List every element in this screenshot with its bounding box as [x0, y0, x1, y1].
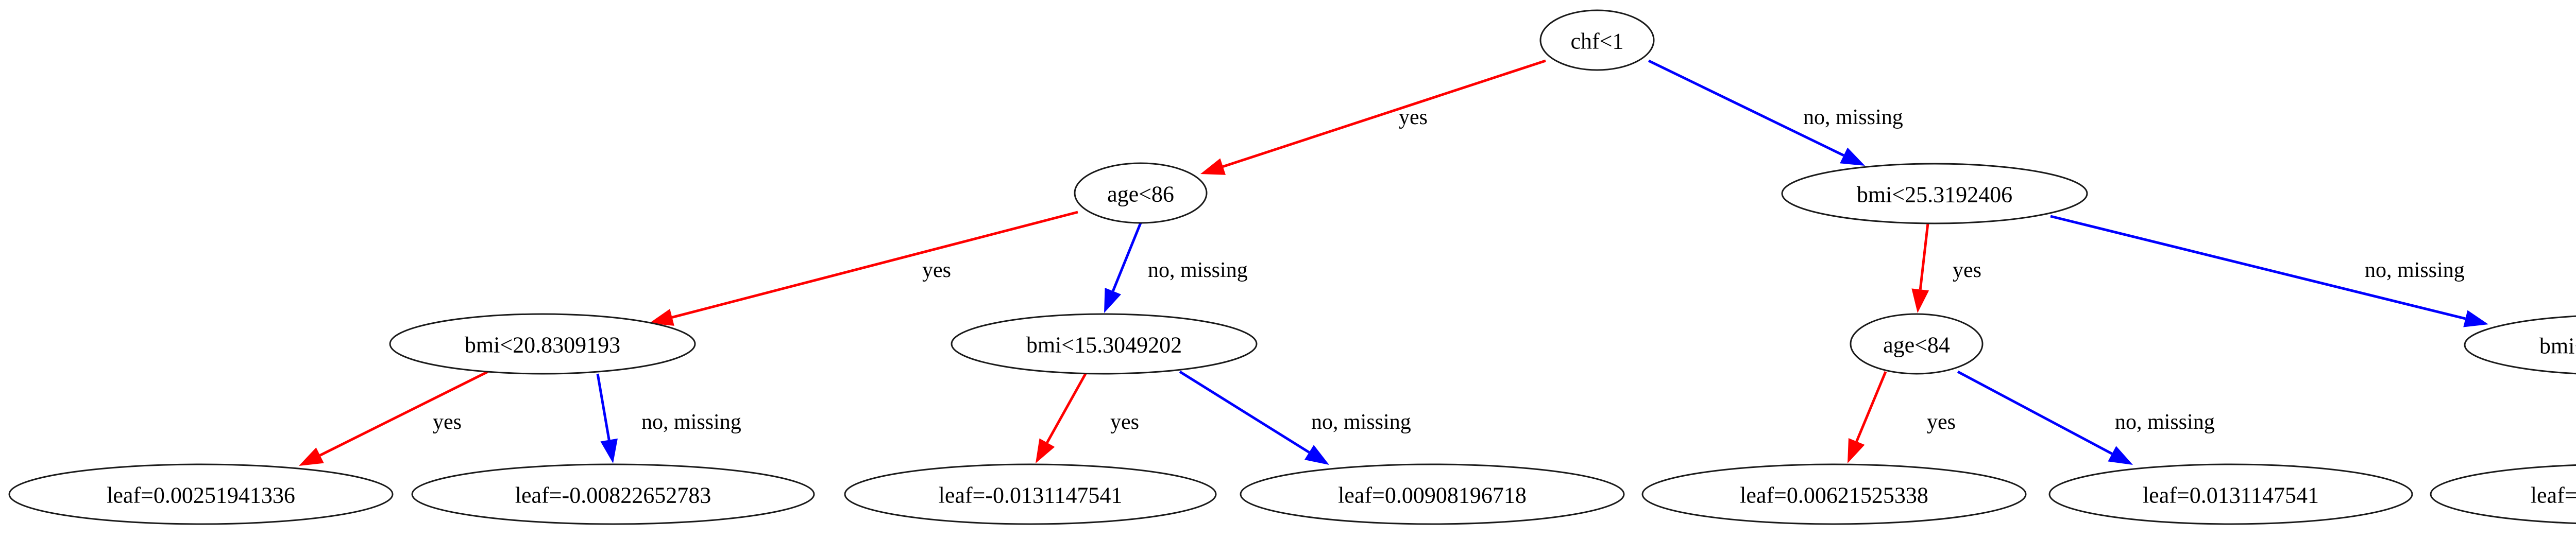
node-label-l2: leaf=-0.0131147541 — [939, 483, 1123, 508]
node-ellipse-l5 — [2048, 463, 2413, 525]
node-label-n6: bmi<25.8431492 — [2539, 334, 2576, 359]
arrowhead-n5-l5 — [2108, 446, 2133, 465]
node-ellipse-n4 — [951, 313, 1258, 375]
edge-label-n4-l3: no, missing — [1311, 410, 1411, 434]
node-ellipse-l0 — [8, 463, 394, 525]
tree-edge-n2-n5 — [1919, 223, 1929, 290]
split-node-n0[interactable]: chf<1 — [1539, 9, 1655, 71]
node-label-n3: bmi<20.8309193 — [465, 333, 620, 358]
edge-label-n5-l4: yes — [1927, 410, 1956, 434]
leaf-node-l6[interactable]: leaf=-0.012950819 — [2430, 464, 2576, 525]
node-ellipse-n2 — [1781, 163, 2088, 224]
node-ellipse-l2 — [844, 463, 1217, 525]
leaf-node-l5[interactable]: leaf=0.0131147541 — [2048, 463, 2413, 525]
leaf-node-l0[interactable]: leaf=0.00251941336 — [8, 463, 394, 525]
edge-label-n3-l1: no, missing — [641, 410, 741, 434]
arrowhead-n2-n6 — [2463, 310, 2488, 327]
arrowhead-n5-l4 — [1848, 438, 1865, 463]
tree-edge-n1-n3 — [671, 211, 1078, 319]
arrowhead-n0-n1 — [1200, 158, 1226, 175]
node-label-n4: bmi<15.3049202 — [1026, 333, 1182, 358]
edge-label-n4-l2: yes — [1110, 410, 1139, 434]
node-label-l4: leaf=0.00621525338 — [1740, 483, 1928, 508]
split-node-n2[interactable]: bmi<25.3192406 — [1781, 163, 2088, 224]
leaf-node-l3[interactable]: leaf=0.00908196718 — [1240, 463, 1625, 525]
node-label-l0: leaf=0.00251941336 — [107, 483, 295, 508]
tree-edge-n3-l1 — [596, 373, 611, 441]
node-label-l3: leaf=0.00908196718 — [1338, 483, 1527, 508]
tree-edge-n2-n6 — [2050, 215, 2466, 320]
edge-label-n2-n6: no, missing — [2365, 258, 2465, 282]
arrowhead-n3-l0 — [299, 447, 324, 466]
tree-edge-n0-n2 — [1648, 59, 1844, 157]
node-ellipse-l4 — [1641, 463, 2027, 525]
node-ellipse-l6 — [2430, 464, 2576, 525]
node-label-l1: leaf=-0.00822652783 — [515, 483, 711, 508]
arrowhead-n1-n4 — [1104, 287, 1122, 313]
leaf-node-l4[interactable]: leaf=0.00621525338 — [1641, 463, 2027, 525]
leaf-node-l2[interactable]: leaf=-0.0131147541 — [844, 463, 1217, 525]
edge-label-n1-n3: yes — [922, 258, 951, 282]
split-node-n5[interactable]: age<84 — [1850, 313, 1984, 375]
nodes-layer: chf<1 age<86 bmi<25.3192406 bmi<20.8309193 b… — [8, 9, 2576, 525]
tree-edge-n1-n4 — [1111, 222, 1142, 292]
arrowhead-n1-n3 — [649, 308, 674, 326]
edges-layer — [299, 59, 2488, 466]
node-ellipse-l3 — [1240, 463, 1625, 525]
tree-edge-n3-l0 — [319, 370, 489, 457]
edge-label-n0-n1: yes — [1399, 106, 1428, 129]
arrowhead-n2-n5 — [1911, 288, 1929, 313]
node-ellipse-n1 — [1074, 162, 1208, 224]
node-label-n2: bmi<25.3192406 — [1857, 182, 2012, 207]
split-node-n1[interactable]: age<86 — [1074, 162, 1208, 224]
node-label-n1: age<86 — [1107, 182, 1174, 207]
node-ellipse-l1 — [411, 463, 815, 525]
edge-label-n5-l5: no, missing — [2115, 410, 2215, 434]
tree-edge-n5-l4 — [1855, 371, 1887, 442]
edge-labels-layer: yes no, missing yes no, missing yes no, missi… — [433, 106, 2465, 434]
split-node-n6[interactable]: bmi<25.8431492 — [2464, 315, 2576, 375]
tree-edge-n5-l5 — [1957, 370, 2113, 455]
edge-label-n2-n5: yes — [1953, 258, 1981, 282]
node-ellipse-n3 — [389, 313, 696, 375]
node-label-l6: leaf=-0.012950819 — [2531, 483, 2576, 508]
arrowhead-n4-l3 — [1304, 445, 1329, 465]
node-label-n5: age<84 — [1883, 333, 1950, 358]
arrowhead-n3-l1 — [600, 438, 618, 463]
arrowhead-n0-n2 — [1840, 147, 1865, 166]
edge-label-n1-n4: no, missing — [1148, 258, 1248, 282]
split-node-n4[interactable]: bmi<15.3049202 — [951, 313, 1258, 375]
split-node-n3[interactable]: bmi<20.8309193 — [389, 313, 696, 375]
node-label-n0: chf<1 — [1571, 29, 1624, 54]
arrowhead-n4-l2 — [1036, 438, 1055, 463]
edge-label-n0-n2: no, missing — [1803, 106, 1903, 129]
tree-edge-n0-n1 — [1222, 59, 1546, 168]
leaf-node-l1[interactable]: leaf=-0.00822652783 — [411, 463, 815, 525]
node-ellipse-n6 — [2464, 315, 2576, 375]
node-label-l5: leaf=0.0131147541 — [2143, 483, 2319, 508]
node-ellipse-n5 — [1850, 313, 1984, 375]
edge-label-n3-l0: yes — [433, 410, 462, 434]
node-ellipse-n0 — [1539, 9, 1655, 71]
tree-edge-n4-l3 — [1179, 370, 1310, 454]
tree-edge-n4-l2 — [1046, 373, 1087, 444]
